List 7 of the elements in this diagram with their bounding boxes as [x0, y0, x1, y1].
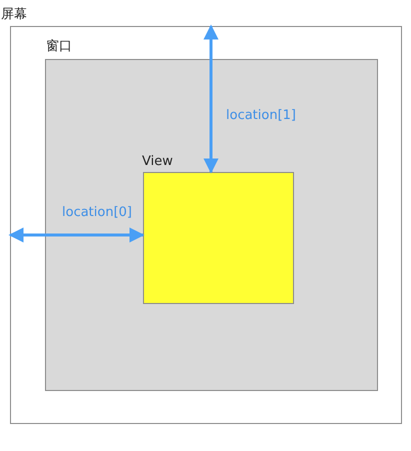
screen-label: 屏幕: [1, 6, 27, 23]
window-label: 窗口: [46, 38, 72, 55]
view-label: View: [142, 154, 173, 169]
edge-label: location[1]: [226, 108, 296, 123]
double-arrow: [8, 228, 144, 242]
edge-label: location[0]: [62, 205, 132, 220]
double-arrow: [204, 24, 218, 174]
